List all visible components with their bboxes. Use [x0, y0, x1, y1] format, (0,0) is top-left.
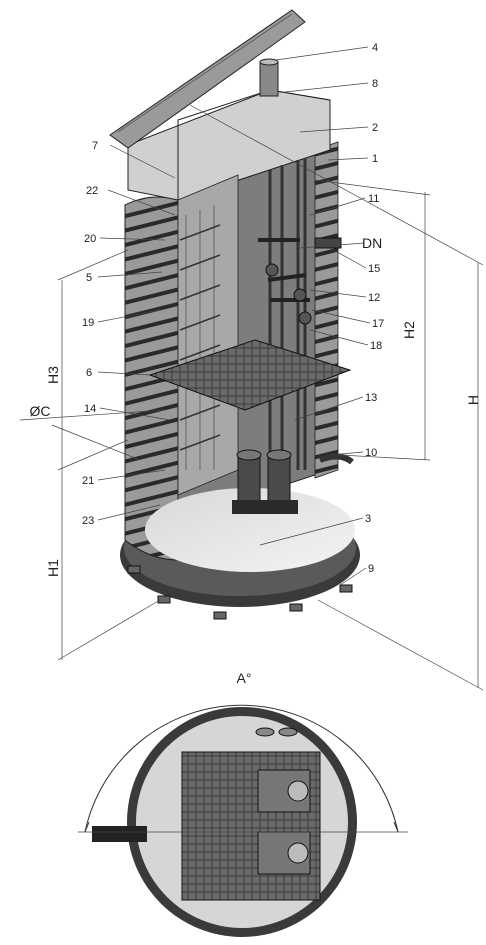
callout-2: 2: [372, 122, 378, 134]
callout-18: 18: [370, 340, 382, 352]
callout-labels: 4 8 2 7 1 22 11 DN 20 15 5 12 19 17 18 6…: [82, 42, 384, 575]
callout-11: 11: [368, 193, 379, 205]
leader-lines: [19, 46, 484, 691]
dimension-dia-c: ØC: [30, 403, 51, 419]
callout-21: 21: [82, 475, 94, 487]
callout-23: 23: [82, 515, 94, 527]
callout-1: 1: [372, 153, 378, 165]
dimension-labels: H H2 H3 H1 ØC A°: [30, 321, 482, 686]
angle-arc: [84, 704, 399, 833]
dimension-h1: H1: [45, 559, 61, 577]
callout-6: 6: [86, 367, 92, 379]
callout-17: 17: [372, 318, 384, 330]
dimension-angle-a: A°: [237, 670, 252, 686]
callout-7: 7: [92, 140, 98, 152]
kiosk-lid: [109, 9, 306, 149]
dimension-h3: H3: [45, 366, 61, 384]
callout-3: 3: [365, 513, 371, 525]
ladder: [179, 224, 221, 451]
station-top-view: [78, 704, 408, 937]
callout-13: 13: [365, 392, 377, 404]
valve: [265, 263, 279, 277]
dimension-h: H: [465, 395, 481, 405]
dimension-h2: H2: [401, 321, 417, 339]
callout-8: 8: [372, 78, 378, 90]
pumps: [232, 449, 298, 514]
callout-12: 12: [368, 292, 380, 304]
station-isometric-view: [109, 9, 360, 620]
callout-5: 5: [86, 272, 92, 284]
discharge-pipes: [268, 158, 307, 470]
callout-20: 20: [84, 233, 96, 245]
callout-dn: DN: [362, 235, 382, 251]
station-floor: [145, 488, 355, 572]
callout-22: 22: [86, 185, 98, 197]
callout-9: 9: [368, 563, 374, 575]
vent-pipe: [259, 61, 279, 97]
outlet-pipe: [314, 237, 342, 249]
inlet-pipe: [318, 453, 354, 465]
callout-4: 4: [372, 42, 378, 54]
callout-14: 14: [84, 403, 96, 415]
callout-15: 15: [368, 263, 380, 275]
service-platform: [148, 339, 352, 411]
callout-19: 19: [82, 317, 94, 329]
kiosk-front: [177, 89, 331, 200]
callout-10: 10: [365, 447, 377, 459]
right-ribbed-shell: [314, 141, 339, 479]
anchor-feet: [127, 565, 353, 620]
top-view-inlet-pipe: [92, 826, 147, 842]
